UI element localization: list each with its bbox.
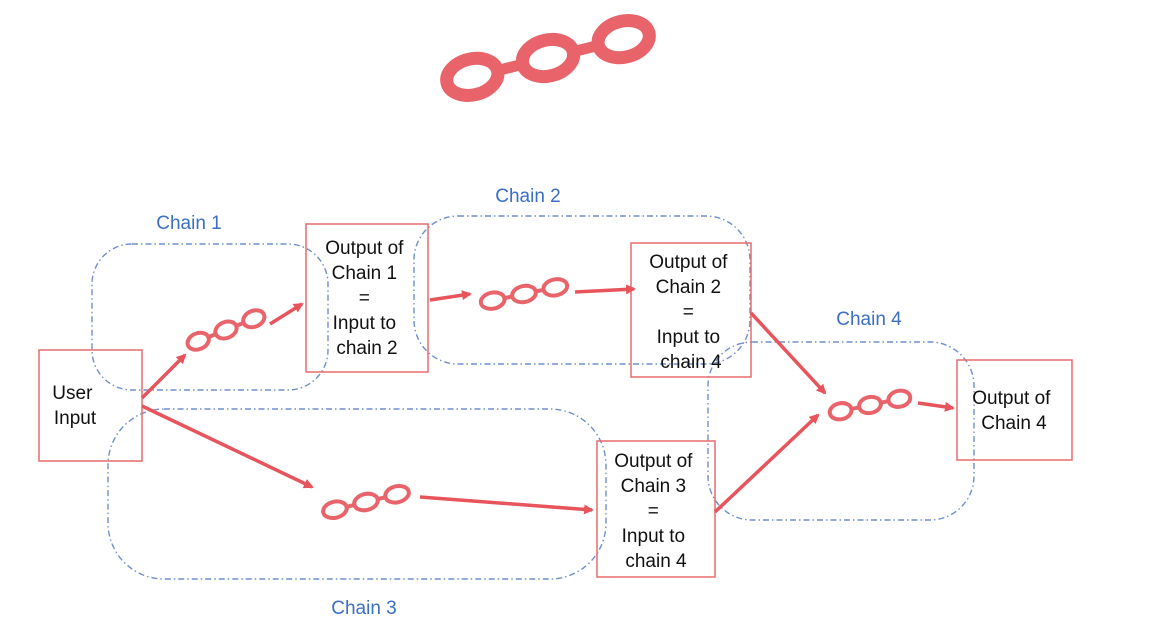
chain1-label: Chain 1 — [156, 213, 222, 234]
arrow-user-to-chain3-icon — [141, 404, 314, 489]
arrow-output3-to-chain4-icon — [713, 413, 820, 514]
chain4-link-icon — [827, 388, 913, 422]
chain4-label: Chain 4 — [836, 309, 902, 330]
chain2-link-icon — [478, 277, 570, 311]
output-chain2-text: Output of Chain 2 = Input to chain 4 — [649, 252, 732, 373]
arrow-chain1-icon-to-output1 — [269, 302, 304, 326]
user-input-box — [38, 349, 143, 462]
arrow-user-to-chain1-icon — [140, 353, 187, 400]
chain2-group — [413, 215, 751, 365]
chain3-group — [107, 408, 607, 580]
output-chain4-text: Output of Chain 4 — [972, 388, 1055, 434]
chain3-label: Chain 3 — [331, 598, 397, 619]
arrow-chain2-icon-to-output2 — [574, 284, 636, 295]
arrow-chain3-icon-to-output3 — [419, 495, 594, 515]
chain1-group — [91, 243, 329, 391]
chain1-link-icon — [185, 308, 267, 352]
user-input-text: User Input — [52, 383, 97, 429]
output-chain1-text: Output of Chain 1 = Input to chain 2 — [325, 238, 408, 359]
arrow-output2-to-chain4-icon — [749, 311, 827, 395]
output-chain1-box — [305, 223, 429, 373]
arrow-chain4-icon-to-output4 — [917, 401, 955, 412]
output-chain3-box — [596, 440, 716, 578]
chain3-link-icon — [321, 483, 411, 521]
output-chain4-box — [956, 359, 1073, 461]
output-chain2-box — [630, 242, 752, 378]
header-chain-link-icon — [440, 14, 656, 102]
output-chain3-text: Output of Chain 3 = Input to chain 4 — [614, 451, 697, 572]
arrow-output1-to-chain2-icon — [429, 290, 472, 302]
chain2-label: Chain 2 — [495, 186, 561, 207]
chain4-group — [707, 341, 975, 521]
